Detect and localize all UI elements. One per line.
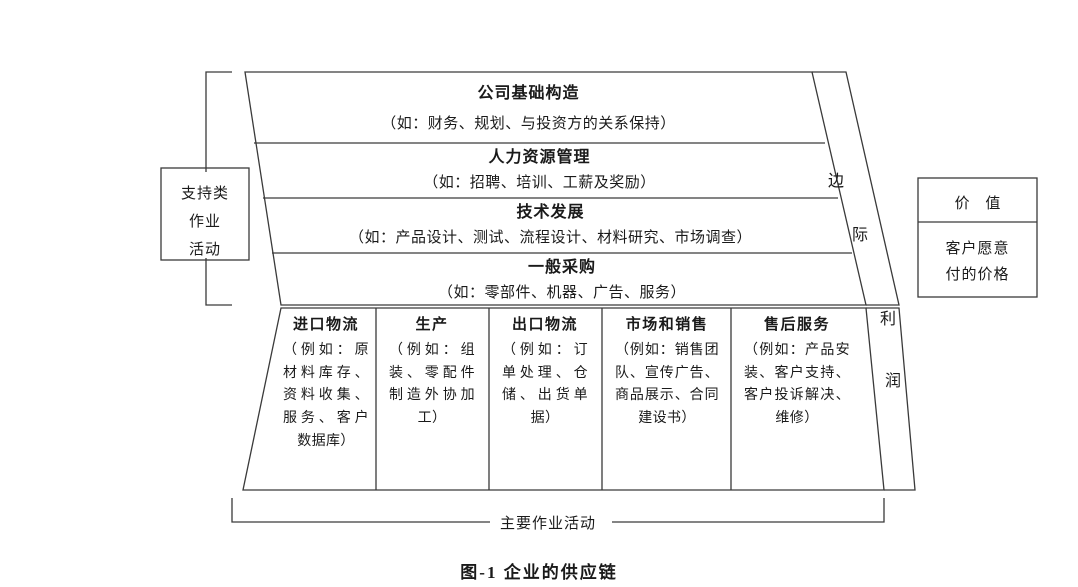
primary-activities-bracket-label: 主要作业活动 bbox=[490, 512, 607, 533]
primary-activity-title-1: 生产 bbox=[415, 317, 449, 333]
primary-activity-column-0: 进口物流 （例如：原材料库存、资料收集、服务、客户数据库） bbox=[283, 313, 369, 453]
primary-activity-column-3: 市场和销售 （例如：销售团队、宣传广告、商品展示、合同建设书） bbox=[615, 313, 719, 431]
bottom-bracket-right bbox=[612, 498, 885, 523]
support-label-box bbox=[160, 167, 250, 261]
support-row-title-2: 技术发展 bbox=[516, 204, 585, 221]
primary-activity-examples-2: （例如：订单处理、仓储、出货单据） bbox=[502, 343, 588, 427]
margin-band-char-0: 边 bbox=[828, 173, 845, 190]
primary-activity-examples-3: （例如：销售团队、宣传广告、商品展示、合同建设书） bbox=[615, 343, 719, 427]
primary-activity-column-2: 出口物流 （例如：订单处理、仓储、出货单据） bbox=[502, 313, 588, 431]
primary-activity-title-2: 出口物流 bbox=[511, 317, 578, 333]
value-box-title-cell: 价 值 bbox=[918, 178, 1037, 222]
left-bracket-top bbox=[205, 71, 232, 172]
primary-activity-title-4: 售后服务 bbox=[763, 317, 830, 333]
support-row-examples-3: （如：零部件、机器、广告、服务） bbox=[437, 285, 686, 301]
support-row-title-0: 公司基础构造 bbox=[477, 85, 580, 102]
support-row-examples-1: （如：招聘、培训、工薪及奖励） bbox=[423, 175, 656, 191]
margin-band-char-1: 际 bbox=[852, 227, 869, 244]
profit-band-char-0: 利 bbox=[880, 311, 897, 328]
value-box-title: 价 值 bbox=[954, 196, 1007, 212]
primary-activity-column-4: 售后服务 （例如：产品安装、客户支持、客户投诉解决、维修） bbox=[744, 313, 850, 431]
value-box-body-cell: 客户愿意 付的价格 bbox=[918, 222, 1037, 297]
support-row-examples-2: （如：产品设计、测试、流程设计、材料研究、市场调查） bbox=[348, 230, 752, 246]
value-box-body-line-0: 客户愿意 bbox=[945, 241, 1010, 257]
figure-caption: 图-1 企业的供应链 bbox=[460, 563, 618, 582]
primary-activity-title-3: 市场和销售 bbox=[625, 317, 709, 333]
left-bracket-bottom bbox=[205, 258, 232, 306]
value-box-body-line-1: 付的价格 bbox=[945, 267, 1010, 283]
support-activities-label: 支持类 作业 活动 bbox=[161, 181, 249, 264]
primary-activity-examples-0: （例如：原材料库存、资料收集、服务、客户数据库） bbox=[283, 343, 369, 449]
primary-activity-column-1: 生产 （例如：组装、零配件制造外协加工） bbox=[389, 313, 475, 431]
primary-activity-examples-4: （例如：产品安装、客户支持、客户投诉解决、维修） bbox=[744, 343, 850, 427]
support-row-title-3: 一般采购 bbox=[527, 259, 596, 276]
profit-band-char-1: 润 bbox=[885, 373, 902, 390]
support-row-title-1: 人力资源管理 bbox=[488, 149, 591, 166]
margin-band-lower bbox=[866, 307, 916, 491]
support-activities-label-line-2: 活动 bbox=[188, 241, 221, 258]
support-row-examples-0: （如：财务、规划、与投资方的关系保持） bbox=[381, 116, 676, 132]
margin-band-upper bbox=[812, 71, 900, 306]
support-activities-label-line-0: 支持类 bbox=[180, 186, 229, 202]
bottom-bracket-left bbox=[231, 498, 492, 523]
primary-activity-title-0: 进口物流 bbox=[292, 317, 359, 333]
primary-activity-examples-1: （例如：组装、零配件制造外协加工） bbox=[389, 343, 475, 427]
support-activities-label-line-1: 作业 bbox=[188, 213, 221, 230]
value-box bbox=[917, 177, 1038, 298]
